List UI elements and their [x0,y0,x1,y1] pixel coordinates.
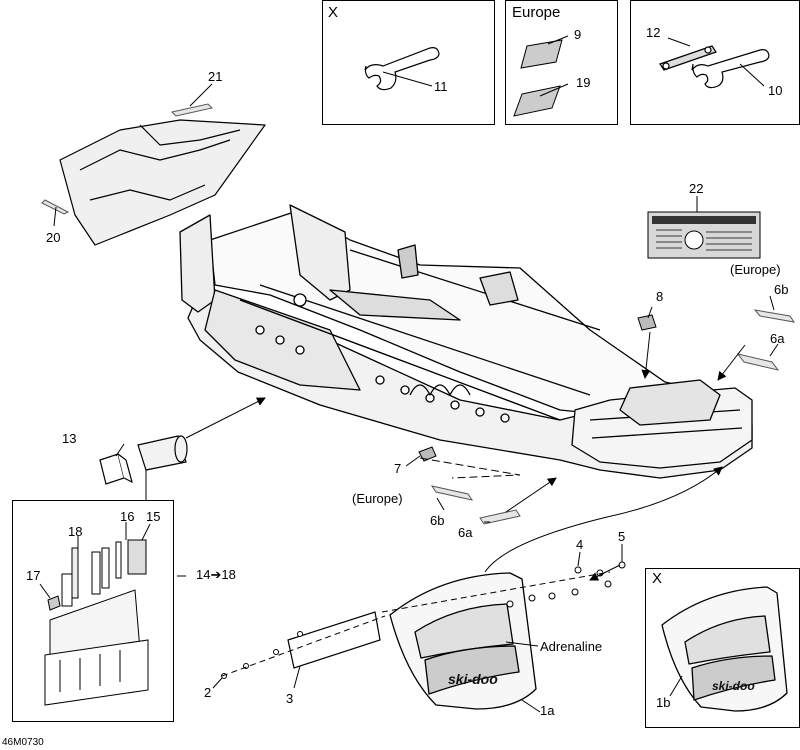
snow-flap-alt [661,586,788,712]
callout-12: 12 [646,25,661,40]
reflector-19 [513,85,561,117]
callout-13: 13 [62,431,77,446]
inset-box-wrench-spacer [630,0,800,125]
label-adrenaline: Adrenaline [540,639,603,654]
decal-20 [41,199,70,215]
callout-1a: 1a [540,703,555,718]
callout-6a-lower: 6a [458,525,473,540]
reflector-9 [520,39,563,69]
callout-15: 15 [146,509,161,524]
wrench-11 [364,47,440,91]
reflector-6b-lower [430,485,474,501]
decal-22 [647,211,761,259]
chassis-frame [179,204,753,479]
decal-logo: ski-doo [448,671,498,687]
tool-pouch [137,435,188,471]
bracket-13 [99,453,133,485]
label-europe-upper: (Europe) [730,262,781,277]
callout-8: 8 [656,289,664,304]
callout-2: 2 [204,685,212,700]
callout-19: 19 [576,75,591,90]
tool-kit-contents [44,539,149,706]
callout-14-18: 14➔18 [196,567,236,582]
leader-lines [39,35,779,713]
decal-logo-alt: ski-doo [712,679,755,693]
reflector-6a-upper [736,353,780,371]
snow-flap [389,572,537,710]
callout-6b-upper: 6b [774,282,789,297]
callout-16: 16 [120,509,135,524]
inset-title-x-top: X [328,4,339,21]
bracket-12 [659,45,717,71]
backing-plate-3 [287,611,381,669]
callout-22: 22 [689,181,704,196]
inset-title-x-bottom: X [652,570,663,587]
callout-7: 7 [394,461,402,476]
callout-20: 20 [46,230,61,245]
callout-6b-lower: 6b [430,513,445,528]
reflector-6a-lower [479,509,521,525]
wrench-10 [691,49,770,89]
label-europe-lower: (Europe) [352,491,403,506]
callout-18: 18 [68,524,83,539]
clip-8 [637,314,657,331]
callout-4: 4 [576,537,584,552]
bottom-pan [59,119,266,246]
callout-9: 9 [574,27,582,42]
callout-6a-upper: 6a [770,331,785,346]
callout-21: 21 [208,69,223,84]
arrows [185,331,746,581]
inset-title-europe: Europe [512,4,561,21]
callout-17: 17 [26,568,41,583]
callout-3: 3 [286,691,294,706]
callout-10: 10 [768,83,783,98]
callout-11: 11 [434,79,448,94]
callout-1b: 1b [656,695,671,710]
decal-21 [171,103,213,117]
callout-5: 5 [618,529,626,544]
figure-code: 46M0730 [2,737,44,748]
reflector-6b-upper [753,309,796,323]
